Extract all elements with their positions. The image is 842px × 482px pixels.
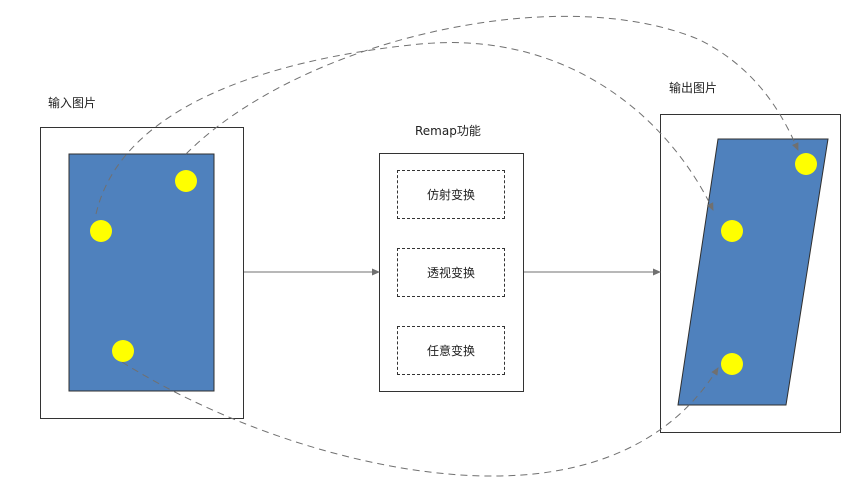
perspective-transform-label: 透视变换	[426, 266, 475, 280]
remap-title: Remap功能	[415, 124, 481, 138]
output-image-frame	[660, 114, 841, 433]
perspective-transform-box: 透视变换	[397, 248, 505, 297]
arbitrary-transform-box: 任意变换	[397, 326, 505, 375]
input-image-frame	[40, 127, 244, 419]
affine-transform-label: 仿射变换	[426, 188, 475, 202]
output-image-title: 输出图片	[669, 81, 718, 95]
arbitrary-transform-label: 任意变换	[426, 344, 475, 358]
input-image-title: 输入图片	[48, 96, 97, 110]
affine-transform-box: 仿射变换	[397, 170, 505, 219]
